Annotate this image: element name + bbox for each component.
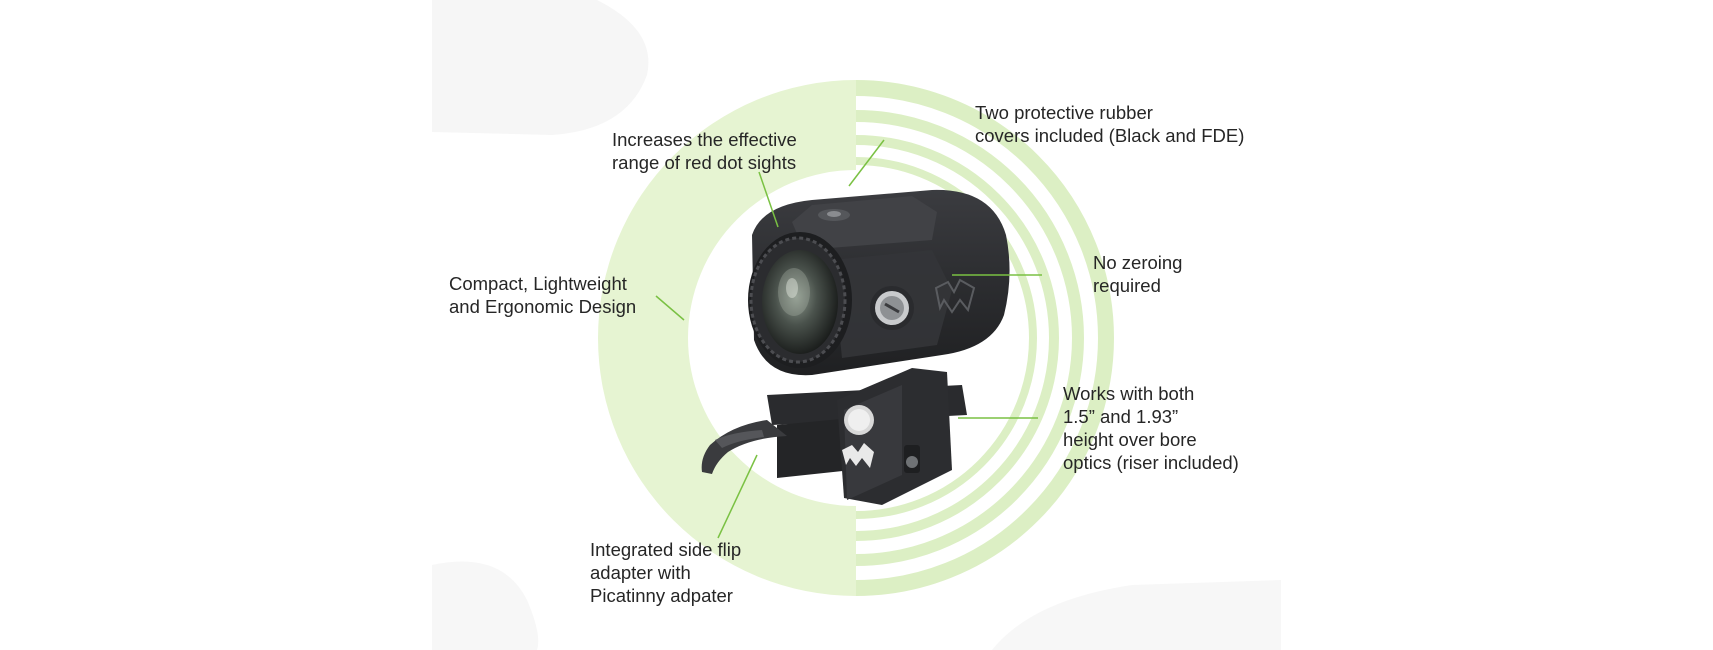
leader-flip-adapter bbox=[717, 454, 758, 539]
callout-line: height over bore bbox=[1063, 429, 1197, 450]
callout-line: Increases the effective bbox=[612, 129, 797, 150]
callout-line: No zeroing bbox=[1093, 252, 1183, 273]
leader-effective-range bbox=[758, 171, 779, 228]
callout-no-zeroing: No zeroing required bbox=[1093, 251, 1182, 297]
green-rings-right bbox=[856, 80, 1114, 596]
callout-line: adapter with bbox=[590, 562, 691, 583]
infographic-canvas: Two protective rubber covers included (B… bbox=[432, 0, 1281, 650]
callout-line: required bbox=[1093, 275, 1161, 296]
callout-line: Integrated side flip bbox=[590, 539, 742, 560]
callout-line: covers included (Black and FDE) bbox=[975, 125, 1245, 146]
callout-line: range of red dot sights bbox=[612, 152, 797, 173]
callout-leader-lines bbox=[655, 139, 1042, 539]
callout-works-with: Works with both 1.5” and 1.93” height ov… bbox=[1063, 382, 1239, 474]
callout-line: Compact, Lightweight bbox=[449, 273, 627, 294]
callout-flip-adapter: Integrated side flip adapter with Picati… bbox=[590, 538, 741, 607]
leader-compact bbox=[655, 295, 685, 321]
magnifier-product-image bbox=[701, 189, 1010, 505]
callout-line: optics (riser included) bbox=[1063, 452, 1239, 473]
ghost-shapes bbox=[432, 0, 1281, 650]
diagram-artwork bbox=[432, 0, 1281, 650]
callout-line: Works with both bbox=[1063, 383, 1195, 404]
leader-rubber-covers bbox=[848, 139, 885, 187]
callout-line: 1.5” and 1.93” bbox=[1063, 406, 1179, 427]
callout-effective-range: Increases the effective range of red dot… bbox=[612, 128, 797, 174]
callout-line: Picatinny adpater bbox=[590, 585, 733, 606]
callout-line: Two protective rubber bbox=[975, 102, 1153, 123]
callout-line: and Ergonomic Design bbox=[449, 296, 637, 317]
callout-rubber-covers: Two protective rubber covers included (B… bbox=[975, 101, 1244, 147]
callout-compact: Compact, Lightweight and Ergonomic Desig… bbox=[449, 272, 636, 318]
brand-logo-icon bbox=[842, 443, 874, 468]
